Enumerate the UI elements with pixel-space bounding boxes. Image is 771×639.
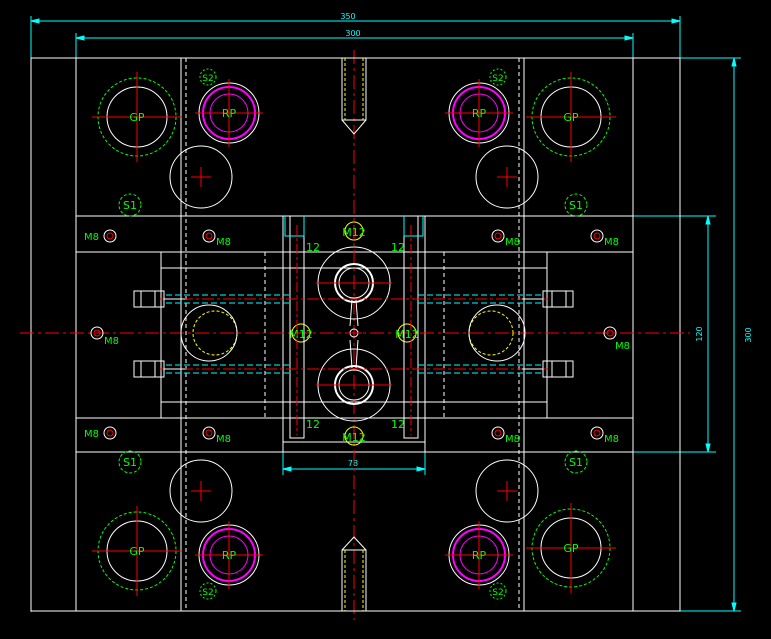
s2-label: S2 [492, 74, 503, 84]
guide-pillar-tl: GP [92, 72, 182, 162]
s2-label: S2 [202, 588, 213, 598]
stop-pin-s1-br: S1 [564, 450, 588, 474]
sprue-cavity-top [341, 57, 367, 135]
rp-label-bl: RP [222, 549, 237, 562]
m8-label: M8 [505, 237, 520, 248]
channel-label: 12 [391, 418, 405, 431]
cooling-nipple-right-top [522, 290, 574, 308]
gp-label-tl: GP [129, 111, 145, 124]
stop-pin-s1-tr: S1 [564, 193, 588, 217]
gp-label-br: GP [563, 542, 579, 555]
large-holes [169, 145, 539, 523]
m8-screw-2: M8 [202, 229, 231, 248]
cooling-nipple-left-top [133, 290, 185, 308]
m8-screw-7: M8 [84, 426, 117, 440]
m8-label: M8 [604, 434, 619, 445]
guide-pillar-bl: GP [92, 506, 182, 596]
rp-label-tr: RP [472, 107, 487, 120]
m12-screw-right: M12 [395, 323, 419, 343]
stop-pin-s2-br: S2 [489, 582, 507, 600]
m12-label: M12 [289, 328, 313, 341]
central-core [316, 246, 392, 422]
m8-screw-3: M8 [491, 229, 520, 248]
s2-label: S2 [492, 588, 503, 598]
gp-label-bl: GP [129, 545, 145, 558]
channel-label: 12 [306, 241, 320, 254]
m12-label: M12 [395, 328, 419, 341]
return-pin-tl: RP [195, 79, 263, 147]
s2-label: S2 [202, 74, 213, 84]
m8-label: M8 [84, 232, 99, 243]
m8-label: M8 [615, 341, 630, 352]
m12-screw-bottom: M12 [342, 426, 366, 446]
sprue-cavities [341, 57, 367, 612]
large-hole-tl [169, 145, 233, 209]
m12-screw-top: M12 [342, 221, 366, 241]
dimension-texts: 350 300 300 120 78 [340, 12, 753, 468]
channel-label: 12 [306, 418, 320, 431]
channel-label: 12 [391, 241, 405, 254]
cooling-nipple-left-bottom [133, 360, 185, 378]
s1-label: S1 [569, 456, 583, 469]
cooling-nipples [133, 290, 574, 378]
m8-screw-1: M8 [84, 229, 117, 243]
m8-screw-9: M8 [491, 426, 520, 445]
m12-label: M12 [342, 431, 366, 444]
m8-label: M8 [216, 237, 231, 248]
s1-label: S1 [569, 199, 583, 212]
large-hole-tr [475, 145, 539, 209]
m8-label: M8 [84, 429, 99, 440]
m8-screw-8: M8 [202, 426, 231, 445]
stop-pin-s2-tl: S2 [199, 68, 217, 86]
m8-label: M8 [505, 434, 520, 445]
dim-core-height: 120 [695, 326, 704, 341]
large-hole-bl [169, 459, 233, 523]
large-hole-br [475, 459, 539, 523]
dim-inner-width: 300 [345, 29, 360, 38]
dim-overall-width: 350 [340, 12, 355, 21]
m8-label: M8 [216, 434, 231, 445]
stop-pin-s2-tr: S2 [489, 68, 507, 86]
return-pin-br: RP [445, 521, 513, 589]
sprue-cavity-bottom [341, 536, 367, 612]
stop-pin-s2-bl: S2 [199, 582, 217, 600]
rp-label-br: RP [472, 549, 487, 562]
m12-label: M12 [342, 226, 366, 239]
s1-label: S1 [123, 199, 137, 212]
m8-screw-5: M8 [90, 326, 119, 347]
m8-screw-4: M8 [590, 229, 619, 248]
return-pin-bl: RP [195, 521, 263, 589]
dim-plate-height: 300 [744, 327, 753, 342]
stop-pins: S1 S1 S1 S1 S2 S2 S2 S2 [118, 68, 588, 600]
stop-pin-s1-tl: S1 [118, 193, 142, 217]
cooling-nipple-right-bottom [522, 360, 574, 378]
m8-label: M8 [604, 237, 619, 248]
dim-core-width: 78 [348, 459, 358, 468]
m8-label: M8 [104, 336, 119, 347]
s1-label: S1 [123, 456, 137, 469]
m8-screws: M8 M8 M8 M8 M8 M8 M8 M8 M8 M8 [84, 229, 630, 445]
gp-label-tr: GP [563, 111, 579, 124]
m12-screw-left: M12 [289, 323, 313, 343]
guide-pillars: GP GP GP GP [92, 72, 616, 596]
m12-screws: M12 M12 M12 M12 [289, 221, 419, 446]
guide-pillar-br: GP [526, 503, 616, 593]
cooling-channels [160, 215, 548, 439]
m8-screw-6: M8 [603, 326, 630, 352]
return-pins: RP RP RP RP [195, 79, 513, 589]
stop-pin-s1-bl: S1 [118, 450, 142, 474]
guide-pillar-tr: GP [526, 72, 616, 162]
m8-screw-10: M8 [590, 426, 619, 445]
rp-label-tl: RP [222, 107, 237, 120]
return-pin-tr: RP [445, 79, 513, 147]
channel-labels: 12 12 12 12 [306, 241, 405, 431]
